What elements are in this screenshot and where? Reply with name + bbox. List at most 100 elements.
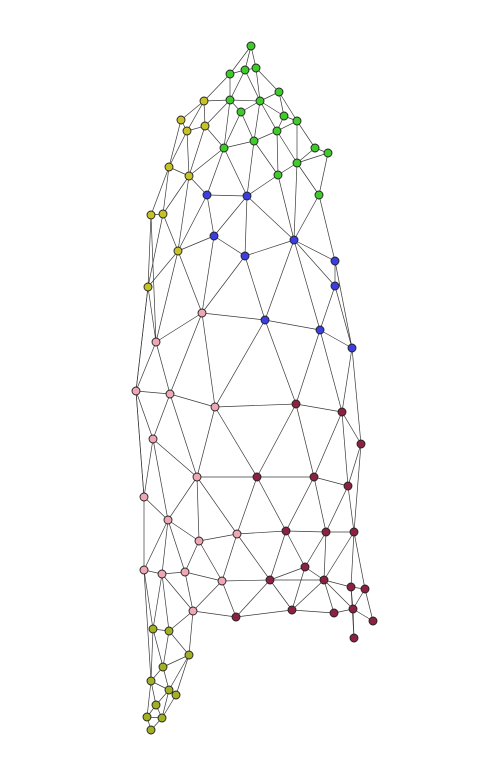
graph-edge: [186, 100, 205, 132]
graph-edge: [235, 579, 271, 618]
graph-edge: [264, 319, 297, 405]
graph-node-blue: [242, 191, 252, 201]
graph-edge: [246, 195, 295, 241]
graph-edge: [313, 476, 349, 487]
graph-node-yellow: [199, 96, 209, 106]
graph-edge: [353, 443, 362, 533]
graph-edge: [214, 406, 258, 478]
graph-node-green: [292, 116, 302, 126]
graph-node-yellow: [143, 282, 153, 292]
graph-edge: [162, 213, 179, 252]
graph-edge: [256, 403, 297, 478]
graph-node-maroon: [349, 527, 359, 537]
graph-node-pink: [131, 386, 141, 396]
graph-edge: [347, 485, 355, 533]
graph-edge: [203, 73, 231, 102]
graph-edge: [196, 476, 238, 535]
graph-edge: [152, 393, 171, 440]
graph-node-olive: [184, 650, 194, 660]
graph-edge: [214, 403, 297, 408]
graph-edge: [152, 438, 169, 521]
graph-edge: [192, 610, 237, 618]
graph-nodes: [131, 41, 378, 735]
graph-edge: [201, 235, 215, 314]
graph-node-green: [251, 63, 261, 73]
graph-edge: [291, 579, 325, 611]
graph-node-maroon: [329, 608, 339, 618]
graph-edge: [313, 411, 343, 478]
graph-node-yellow: [200, 121, 210, 131]
graph-edge: [150, 214, 157, 343]
graph-edge: [206, 147, 225, 196]
graph-edge: [293, 239, 321, 331]
graph-edge: [147, 213, 164, 288]
graph-edge: [196, 476, 200, 542]
graph-edge: [313, 476, 327, 533]
graph-edge: [295, 403, 315, 478]
graph-node-pink: [151, 337, 161, 347]
graph-node-green: [225, 95, 235, 105]
graph-node-blue: [260, 315, 270, 325]
graph-node-pink: [194, 536, 204, 546]
graph-edge: [196, 406, 216, 478]
graph-edge: [206, 194, 248, 197]
graph-node-green: [219, 143, 229, 153]
graph-node-pink: [188, 606, 198, 616]
graph-node-maroon: [281, 526, 291, 536]
graph-node-maroon: [346, 582, 356, 592]
graph-edge: [244, 255, 266, 321]
graph-edge: [167, 519, 200, 542]
graph-node-maroon: [356, 439, 366, 449]
graph-node-pink: [165, 389, 175, 399]
graph-edge: [201, 312, 216, 408]
graph-node-blue: [347, 343, 357, 353]
graph-edge: [135, 286, 149, 392]
graph-edge: [295, 329, 321, 405]
graph-edge: [293, 162, 298, 241]
graph-edge: [152, 573, 163, 630]
graph-edge: [341, 347, 353, 413]
graph-edge: [135, 390, 154, 440]
graph-node-maroon: [343, 481, 353, 491]
graph-edge: [291, 609, 335, 614]
graph-node-olive: [151, 700, 161, 710]
graph-edge: [256, 476, 287, 532]
graph-edge: [353, 531, 366, 590]
graph-edge: [143, 569, 152, 682]
graph-edge: [221, 533, 238, 582]
graph-edge: [150, 166, 170, 216]
graph-edge: [285, 476, 315, 532]
graph-node-yellow: [176, 115, 186, 125]
graph-edge: [277, 174, 295, 241]
graph-edge: [255, 67, 280, 93]
graph-node-pink: [180, 567, 190, 577]
graph-edge: [319, 329, 353, 349]
graph-edge: [244, 239, 295, 257]
graph-edge: [244, 69, 261, 102]
graph-edge: [188, 125, 206, 177]
graph-edge: [269, 566, 306, 581]
graph-edge: [229, 45, 252, 75]
graph-node-green: [279, 111, 289, 121]
graph-node-green: [246, 41, 256, 51]
graph-edge: [223, 147, 248, 197]
graph-node-green: [310, 143, 320, 153]
graph-node-olive: [158, 662, 168, 672]
graph-edge: [296, 162, 320, 196]
graph-edge: [319, 285, 336, 331]
graph-edge: [201, 312, 266, 321]
graph-node-blue: [209, 231, 219, 241]
graph-node-green: [272, 126, 282, 136]
graph-node-green: [255, 96, 265, 106]
graph-node-pink: [148, 434, 158, 444]
graph-edge: [198, 540, 223, 582]
graph-edge: [264, 319, 321, 331]
graph-node-blue: [289, 235, 299, 245]
graph-edge: [350, 531, 355, 588]
graph-node-maroon: [309, 472, 319, 482]
graph-edge: [259, 100, 278, 132]
graph-edge: [161, 689, 170, 719]
graph-node-pink: [192, 472, 202, 482]
graph-node-blue: [315, 325, 325, 335]
